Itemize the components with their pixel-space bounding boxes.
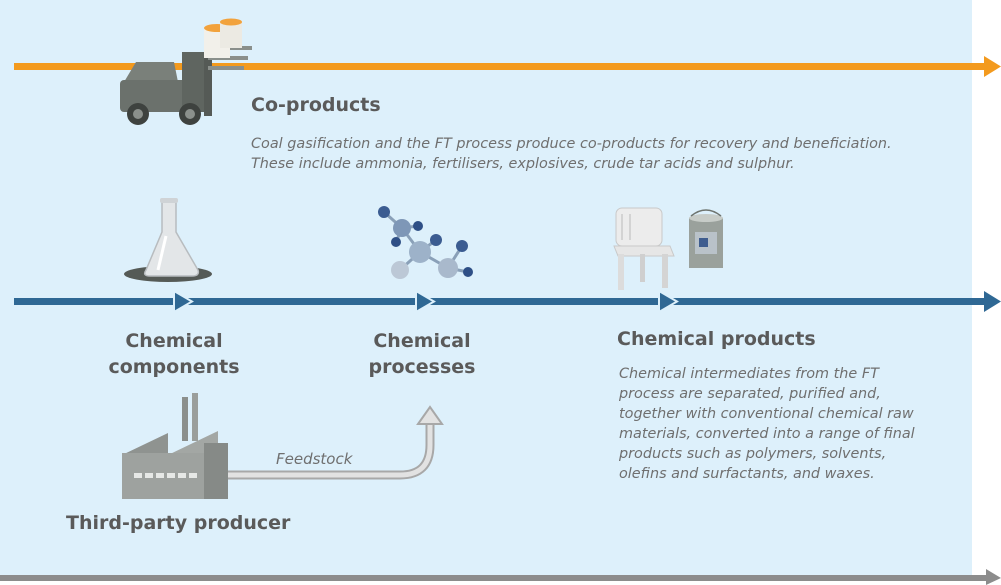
chemical-products-line-4: materials, converted into a range of fin… [619, 426, 915, 442]
chemical-components-label: Chemical components [94, 328, 254, 380]
chemical-components-line-2: components [108, 356, 240, 378]
paint-can-icon [689, 209, 723, 268]
chemical-components-line-1: Chemical [125, 330, 223, 352]
bottom-flow-arrow [0, 569, 1001, 585]
forklift-icon [120, 18, 252, 125]
coproducts-description: Coal gasification and the FT process pro… [251, 134, 961, 174]
chemical-products-line-6: olefins and surfactants, and waxes. [619, 466, 875, 482]
coproducts-title: Co-products [251, 94, 381, 116]
chemical-products-line-1: Chemical intermediates from the FT [619, 366, 879, 382]
feedstock-arrow [228, 405, 444, 480]
chemical-processes-line-2: processes [368, 356, 476, 378]
coproducts-line-2: These include ammonia, fertilisers, expl… [251, 156, 795, 172]
chemical-products-description: Chemical intermediates from the FT proce… [619, 364, 959, 484]
flask-icon [124, 198, 212, 282]
chemical-products-line-5: products such as polymers, solvents, [619, 446, 887, 462]
third-party-producer-label: Third-party producer [66, 512, 291, 534]
feedstock-label: Feedstock [276, 450, 353, 468]
chemical-processes-line-1: Chemical [373, 330, 471, 352]
chemical-processes-label: Chemical processes [342, 328, 502, 380]
coproducts-flow-arrow [14, 56, 1001, 77]
chemical-products-title: Chemical products [617, 328, 816, 350]
molecule-icon [378, 206, 473, 279]
coproducts-line-1: Coal gasification and the FT process pro… [251, 136, 892, 152]
chemical-products-line-2: process are separated, purified and, [619, 386, 881, 402]
chair-icon [613, 207, 675, 290]
chemical-products-line-3: together with conventional chemical raw [619, 406, 914, 422]
main-flow-arrow [14, 289, 1001, 314]
factory-icon [122, 393, 228, 499]
